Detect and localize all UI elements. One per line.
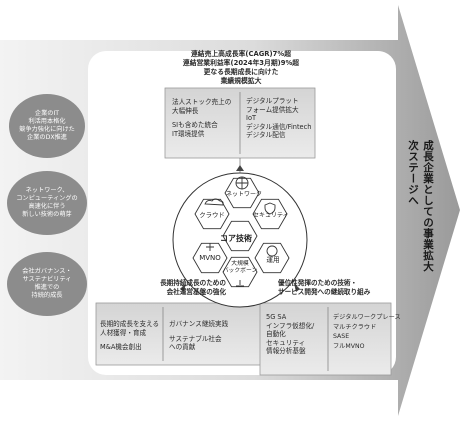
oval-tech-line: コンピューティングの bbox=[16, 195, 78, 202]
globe-icon bbox=[235, 176, 249, 190]
br-left-line: 自動化 bbox=[266, 330, 286, 339]
oval-text-dx: 企業のIT 利活用本格化 競争力強化に向けた 企業のDX推進 bbox=[9, 110, 85, 142]
oval-dx-line: 企業のIT bbox=[34, 110, 60, 117]
oval-gov-line: 推進での bbox=[34, 284, 60, 291]
core-arrow-top bbox=[236, 165, 244, 171]
hex-label-backbone: 大規模 バックボーン bbox=[222, 261, 258, 274]
hex-label-ops: 運用 bbox=[266, 256, 280, 264]
bl-right-line: ガバナンス継続実践 bbox=[169, 320, 229, 328]
oval-dx-line: 企業のDX推進 bbox=[27, 134, 67, 141]
core-hex-group bbox=[192, 176, 290, 288]
bl-left-line: 人材獲得・育成 bbox=[100, 328, 147, 337]
hex-network bbox=[224, 177, 260, 209]
hex-cloud bbox=[194, 198, 230, 230]
cloud-icon bbox=[204, 198, 224, 206]
bottom-right-left-text: 5G SA インフラ仮想化/ 自動化 セキュリティ 情報分析基盤 bbox=[266, 313, 314, 356]
br-right-line: マルチクラウド bbox=[333, 323, 377, 331]
goal-line: 連結売上高成長率(CAGR)7%超 bbox=[191, 50, 291, 58]
bl-heading-line: 長期持続成長のための bbox=[160, 279, 226, 287]
br-heading-line: 優位性発揮のための技術・ bbox=[278, 279, 358, 287]
bottom-right-heading: 優位性発揮のための技術・ サービス開発への継続取り組み bbox=[278, 279, 370, 296]
arrow-label-sub: 次ステージへ bbox=[407, 140, 419, 206]
bl-right-line: への貢献 bbox=[169, 343, 196, 352]
side-oval-tech bbox=[7, 171, 87, 235]
top-left-line: SIも含めた統合 bbox=[172, 121, 218, 130]
bottom-left-box bbox=[95, 302, 269, 366]
bl-left-line: M&A機会創出 bbox=[100, 343, 142, 352]
bl-right-line: サステナブル社会 bbox=[169, 334, 222, 343]
goal-line: 業績規模拡大 bbox=[220, 77, 262, 85]
shield-icon bbox=[264, 202, 276, 215]
oval-tech-line: 新しい技術の萌芽 bbox=[22, 211, 72, 218]
core-arrow-right bbox=[294, 283, 300, 292]
side-oval-dx bbox=[9, 94, 85, 158]
oval-gov-line: 持続的成長 bbox=[31, 292, 63, 299]
br-right-line: SASE bbox=[333, 333, 350, 340]
br-right-line: フルMVNO bbox=[333, 342, 365, 350]
antenna-icon bbox=[206, 243, 214, 251]
hex-backbone bbox=[222, 256, 258, 288]
top-left-line: IT環境提供 bbox=[172, 129, 205, 138]
top-left-line: 法人ストック売上の bbox=[172, 98, 232, 106]
br-right-line: デジタルワークプレース bbox=[333, 314, 401, 321]
top-left-line: 大幅伸長 bbox=[172, 106, 199, 115]
bottom-right-right-text: デジタルワークプレース マルチクラウド SASE フルMVNO bbox=[333, 313, 401, 351]
bottom-left-heading: 長期持続成長のための 会社運営基盤の強化 bbox=[122, 279, 226, 296]
hex-ops bbox=[254, 242, 290, 274]
hex-mvno bbox=[192, 242, 228, 274]
arrow-label-main: 成長企業としての事業拡大 bbox=[422, 140, 434, 272]
oval-tech-line: 高速化に伴う bbox=[28, 203, 66, 210]
oval-dx-line: 利活用本格化 bbox=[28, 118, 66, 125]
bl-heading-line: 会社運営基盤の強化 bbox=[166, 287, 226, 296]
oval-text-governance: 会社ガバナンス・ サステナビリティ 推進での 持続的成長 bbox=[7, 268, 87, 300]
backbone-icon bbox=[236, 280, 244, 287]
top-box-left-text: 法人ストック売上の 大幅伸長 SIも含めた統合 IT環境提供 bbox=[172, 98, 231, 138]
oval-text-tech: ネットワーク、 コンピューティングの 高速化に伴う 新しい技術の萌芽 bbox=[7, 187, 87, 219]
oval-gov-line: サステナビリティ bbox=[22, 276, 72, 283]
br-left-line: インフラ仮想化/ bbox=[266, 321, 315, 330]
top-box-right-text: デジタルプラット フォーム提供拡大 IoT デジタル通信/Fintech デジタ… bbox=[246, 97, 311, 140]
bl-left-line: 長期的成長を支える bbox=[100, 320, 160, 328]
oval-dx-line: 競争力強化に向けた bbox=[19, 126, 75, 133]
bottom-left-left-text: 長期的成長を支える 人材獲得・育成 M&A機会創出 bbox=[100, 320, 159, 352]
goal-line: 連結営業利益率(2024年3月期)9%超 bbox=[182, 59, 300, 67]
top-right-line: デジタル配信 bbox=[246, 131, 286, 140]
top-right-line: IoT bbox=[246, 114, 257, 123]
hex-label-mvno: MVNO bbox=[199, 254, 221, 262]
bottom-left-right-text: ガバナンス継続実践 サステナブル社会 への貢献 bbox=[169, 320, 228, 352]
hex-label-network: ネットワーク bbox=[226, 191, 263, 198]
goal-line: 更なる長期成長に向けた bbox=[203, 68, 279, 76]
oval-tech-line: ネットワーク、 bbox=[25, 187, 69, 194]
oval-gov-line: 会社ガバナンス・ bbox=[22, 268, 72, 275]
top-goal: 連結売上高成長率(CAGR)7%超 連結営業利益率(2024年3月期)9%超 更… bbox=[158, 50, 324, 86]
gear-icon bbox=[266, 245, 278, 257]
hex-center bbox=[222, 220, 258, 252]
bottom-right-box bbox=[259, 302, 392, 376]
core-title: コア技術 bbox=[220, 234, 252, 243]
br-left-line: 5G SA bbox=[266, 313, 287, 321]
br-left-line: 情報分析基盤 bbox=[266, 347, 306, 356]
top-right-line: デジタル通信/Fintech bbox=[246, 122, 312, 131]
hex-label-cloud: クラウド bbox=[199, 211, 225, 219]
br-left-line: セキュリティ bbox=[266, 338, 306, 347]
top-right-line: フォーム提供拡大 bbox=[246, 105, 299, 114]
hex-label-security: セキュリティ bbox=[253, 212, 289, 219]
core-arrow-left bbox=[180, 283, 186, 292]
top-right-line: デジタルプラット bbox=[246, 97, 299, 105]
br-heading-line: サービス開発への継続取り組み bbox=[278, 287, 371, 296]
side-oval-governance bbox=[7, 252, 87, 316]
